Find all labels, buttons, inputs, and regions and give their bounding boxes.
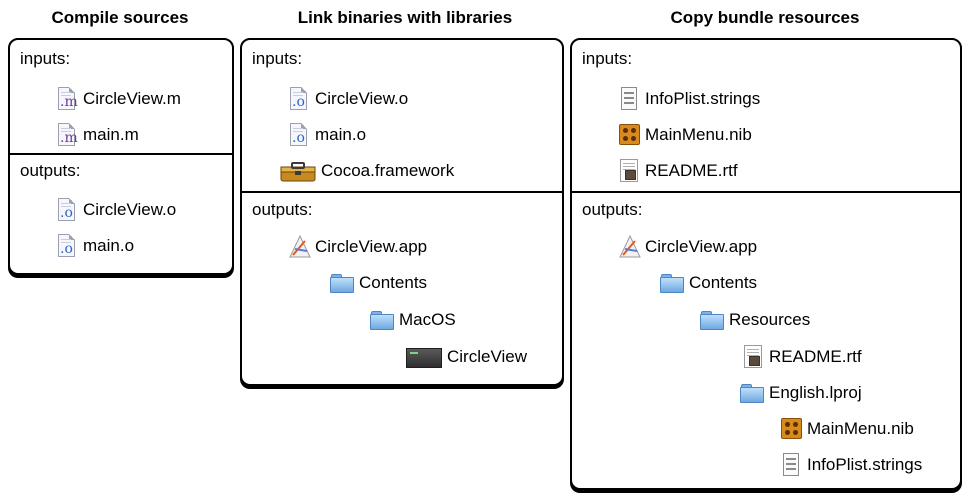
file-item: InfoPlist.strings (780, 451, 922, 479)
file-label: InfoPlist.strings (645, 89, 761, 108)
file-item: .m CircleView.m (56, 85, 181, 113)
file-label: README.rtf (645, 161, 738, 180)
nib-file-icon (618, 122, 640, 148)
file-label: Cocoa.framework (321, 161, 455, 180)
application-icon (618, 234, 641, 260)
file-item: README.rtf (618, 157, 738, 185)
file-label: main.m (83, 125, 139, 144)
inputs-label: inputs: (252, 49, 303, 68)
inputs-label: inputs: (20, 49, 71, 68)
file-label: InfoPlist.strings (807, 455, 923, 474)
file-item: CircleView.app (288, 233, 427, 261)
strings-file-icon (780, 452, 802, 478)
file-label: CircleView (447, 347, 527, 366)
copy-resources-title: Copy bundle resources (670, 8, 860, 27)
file-label: main.o (83, 236, 135, 255)
file-label: Contents (689, 273, 758, 292)
file-item: Contents (330, 269, 427, 297)
file-label: CircleView.o (315, 89, 409, 108)
file-label: CircleView.app (645, 237, 758, 256)
folder-icon (660, 270, 684, 296)
file-item: .o main.o (56, 232, 134, 260)
file-label: README.rtf (769, 347, 862, 366)
strings-file-icon (618, 86, 640, 112)
file-item: Cocoa.framework (280, 157, 454, 185)
section-divider (242, 191, 562, 193)
source-file-icon: .m (56, 86, 78, 112)
file-item: Resources (700, 306, 810, 334)
file-label: CircleView.m (83, 89, 181, 108)
link-binaries-panel: inputs: .o CircleView.o .o main.o Cocoa.… (240, 38, 564, 386)
framework-icon (280, 158, 316, 184)
folder-icon (370, 307, 394, 333)
object-file-icon: .o (288, 122, 310, 148)
nib-file-icon (780, 416, 802, 442)
file-item: Contents (660, 269, 757, 297)
file-label: MacOS (399, 310, 456, 329)
outputs-label: outputs: (252, 200, 313, 219)
outputs-label: outputs: (582, 200, 643, 219)
file-label: main.o (315, 125, 367, 144)
file-label: CircleView.o (83, 200, 177, 219)
file-item: .m main.m (56, 121, 139, 149)
file-label: MainMenu.nib (645, 125, 752, 144)
file-label: Contents (359, 273, 428, 292)
file-item: .o CircleView.o (56, 196, 176, 224)
section-divider (572, 191, 960, 193)
file-item: .o main.o (288, 121, 366, 149)
file-item: CircleView (406, 343, 527, 371)
file-item: MacOS (370, 306, 456, 334)
file-item: README.rtf (742, 343, 862, 371)
folder-icon (700, 307, 724, 333)
executable-icon (406, 344, 442, 370)
object-file-icon: .o (56, 197, 78, 223)
file-label: MainMenu.nib (807, 419, 914, 438)
file-label: CircleView.app (315, 237, 428, 256)
inputs-label: inputs: (582, 49, 633, 68)
section-divider (10, 153, 232, 155)
folder-icon (330, 270, 354, 296)
object-file-icon: .o (56, 233, 78, 259)
outputs-label: outputs: (20, 161, 81, 180)
file-item: CircleView.app (618, 233, 757, 261)
file-item: MainMenu.nib (618, 121, 752, 149)
file-item: .o CircleView.o (288, 85, 408, 113)
link-binaries-title: Link binaries with libraries (297, 8, 513, 27)
file-label: Resources (729, 310, 811, 329)
folder-icon (740, 380, 764, 406)
object-file-icon: .o (288, 86, 310, 112)
rtf-file-icon (618, 158, 640, 184)
file-label: English.lproj (769, 383, 862, 402)
compile-sources-title: Compile sources (51, 8, 189, 27)
rtf-file-icon (742, 344, 764, 370)
file-item: MainMenu.nib (780, 415, 914, 443)
copy-resources-panel: inputs: InfoPlist.strings MainMenu.nib R… (570, 38, 962, 490)
compile-sources-panel: inputs: .m CircleView.m .m main.m output… (8, 38, 234, 275)
source-file-icon: .m (56, 122, 78, 148)
application-icon (288, 234, 311, 260)
file-item: InfoPlist.strings (618, 85, 760, 113)
file-item: English.lproj (740, 379, 862, 407)
